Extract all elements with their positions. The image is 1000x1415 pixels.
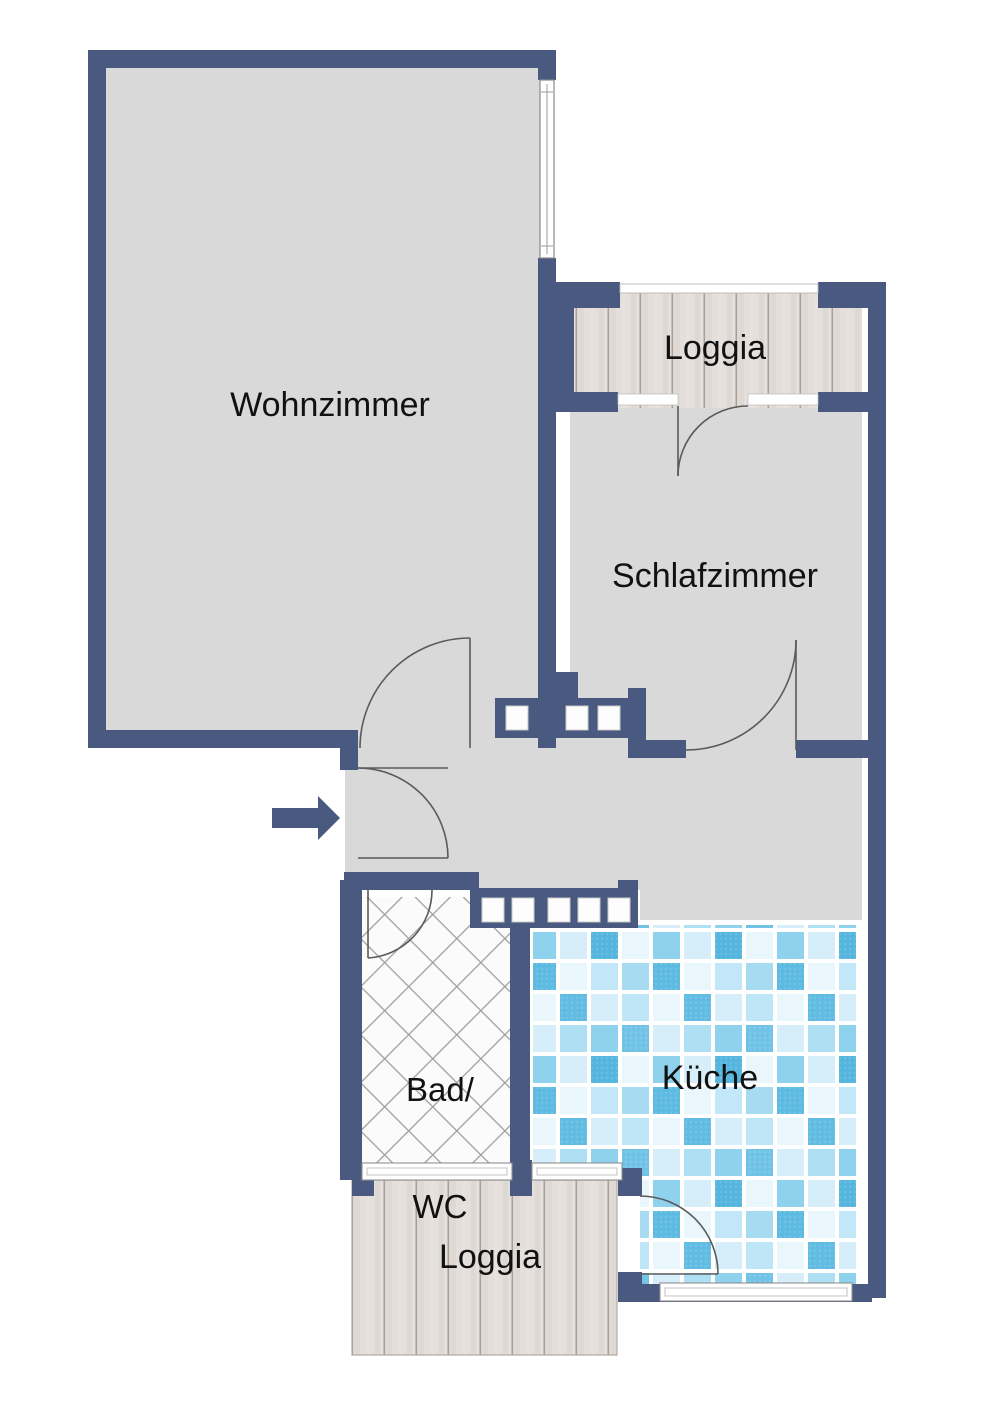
door-schlafzimmer [685, 639, 797, 751]
window-loggia-bottom-north [531, 1162, 623, 1181]
door-entrance [357, 767, 449, 859]
window-loggia-top-north [619, 283, 819, 294]
door-kueche [639, 1195, 719, 1275]
door-loggia-top [677, 405, 749, 477]
doors [357, 405, 797, 1275]
window-bad-wc-south [361, 1162, 513, 1181]
entrance-arrow [272, 796, 340, 840]
door-wohnzimmer [359, 637, 471, 749]
room-bad-wc [362, 897, 527, 1175]
wall-niche-upper [505, 705, 621, 731]
window-wohnzimmer-east [539, 79, 555, 259]
room-wohnzimmer [105, 67, 545, 742]
room-loggia-bottom [351, 1179, 618, 1356]
window-kueche-south [659, 1282, 853, 1302]
wall-niche-lower [481, 897, 631, 923]
room-schlafzimmer [570, 408, 862, 920]
door-bad-wc [367, 889, 433, 959]
room-loggia-top [570, 290, 862, 408]
threshold-loggia-top-south [617, 393, 819, 406]
